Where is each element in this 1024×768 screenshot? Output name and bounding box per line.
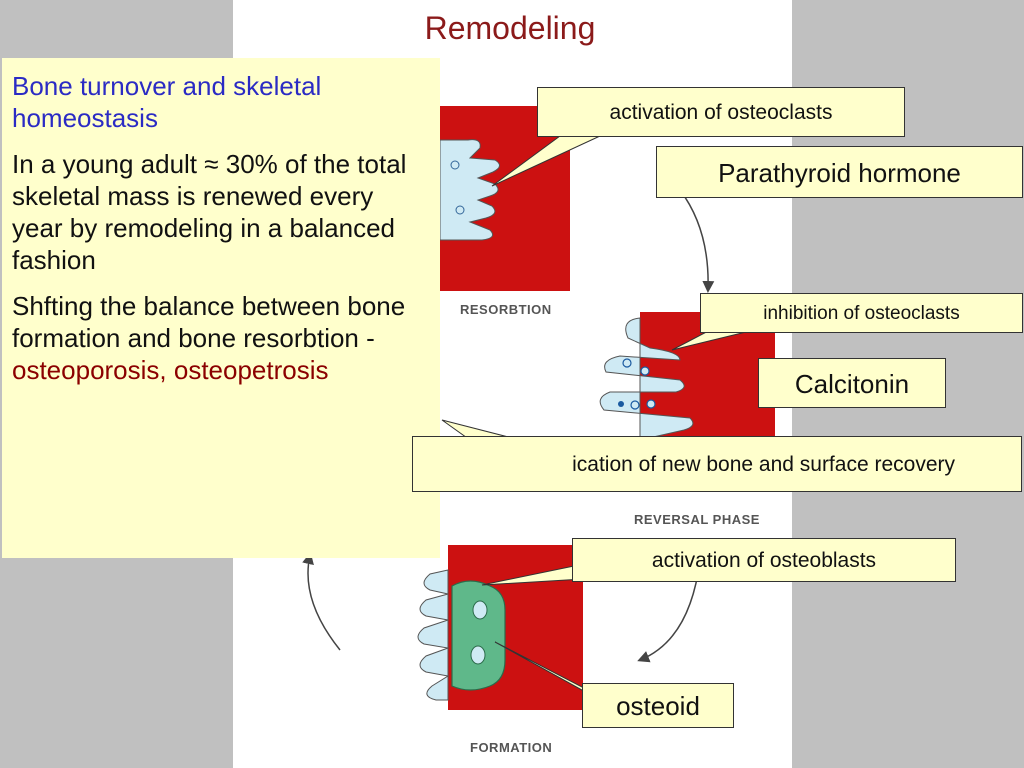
text-paragraph-2-highlight: osteoporosis, osteopetrosis [12, 355, 329, 385]
formation-osteocyte [472, 600, 488, 620]
phase-label-resorption: RESORBTION [460, 302, 552, 317]
reversal-nucleus [618, 401, 624, 407]
formation-osteoblasts [417, 569, 450, 701]
callout-activation-osteoclasts: activation of osteoclasts [537, 87, 905, 137]
info-text-box: Bone turnover and skeletal homeostasis I… [2, 58, 440, 558]
callout-osteoid: osteoid [582, 683, 734, 728]
reversal-nucleus [646, 399, 656, 409]
text-heading: Bone turnover and skeletal homeostasis [12, 71, 322, 133]
callout-new-bone: ication of new bone and surface recovery [412, 436, 1022, 492]
cycle-arrow-resorption-to-reversal [679, 189, 715, 293]
slide-title: Remodeling [424, 10, 596, 46]
resorption-nucleus [455, 205, 465, 215]
text-paragraph-2-main: Shfting the balance between bone formati… [12, 291, 406, 353]
callout-inhibition-osteoclasts: inhibition of osteoclasts [700, 293, 1023, 333]
resorption-nucleus [450, 160, 460, 170]
reversal-cells [599, 317, 694, 441]
text-paragraph-1: In a young adult ≈ 30% of the total skel… [12, 149, 407, 275]
resorption-osteoclast [439, 139, 500, 241]
phase-label-reversal: REVERSAL PHASE [634, 512, 760, 527]
callout-parathyroid-hormone: Parathyroid hormone [656, 146, 1023, 198]
reversal-nucleus [622, 358, 632, 368]
reversal-nucleus [640, 366, 650, 376]
formation-osteocyte [470, 645, 486, 665]
callout-calcitonin: Calcitonin [758, 358, 946, 408]
phase-label-formation: FORMATION [470, 740, 552, 755]
callout-activation-osteoblasts: activation of osteoblasts [572, 538, 956, 582]
formation-osteoid [451, 580, 506, 691]
cycle-arrow-formation-to-resorption [302, 552, 341, 651]
reversal-nucleus [630, 400, 640, 410]
text-paragraph-2: Shfting the balance between bone formati… [12, 290, 430, 386]
